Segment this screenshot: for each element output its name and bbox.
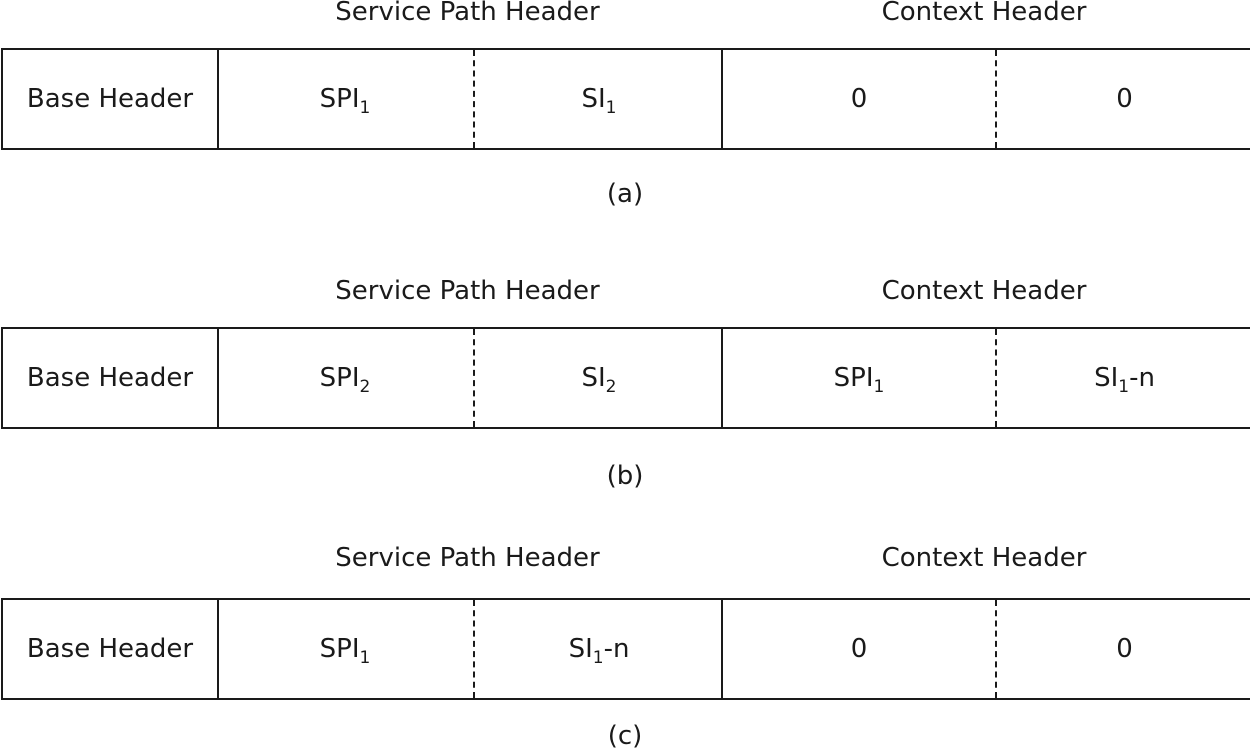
context-field-1-cell: SPI1 [721,329,995,427]
context-field-2-subscript: 1 [1118,377,1130,397]
si-text: SI [581,84,606,114]
panel-caption: (c) [607,721,643,751]
si-cell: SI1 [473,50,723,148]
spi-text: SPI [319,634,360,664]
panel-caption: (b) [606,461,644,491]
base-header-cell: Base Header [3,329,219,427]
si-text: SI [568,634,593,664]
packet-header-row: Base Header SPI2 SI2 SPI1 SI1-n [1,327,1250,429]
context-field-2-suffix: -n [1129,363,1155,393]
si-cell: SI1-n [473,600,723,698]
si-cell: SI2 [473,329,723,427]
si-subscript: 1 [592,648,604,668]
service-path-header-label: Service Path Header [335,543,600,573]
context-field-2-text: SI [1094,363,1119,393]
packet-header-row: Base Header SPI1 SI1 0 0 [1,48,1250,150]
context-field-1-cell: 0 [721,600,995,698]
context-header-label: Context Header [881,543,1087,573]
spi-subscript: 1 [359,648,371,668]
context-field-1-text: SPI [833,363,874,393]
context-header-label: Context Header [881,276,1087,306]
packet-header-row: Base Header SPI1 SI1-n 0 0 [1,598,1250,700]
context-field-2-cell: 0 [995,600,1250,698]
base-header-cell: Base Header [3,600,219,698]
context-field-2-cell: SI1-n [995,329,1250,427]
spi-cell: SPI1 [219,50,471,148]
panel-caption: (a) [606,179,644,209]
spi-subscript: 2 [359,377,371,397]
spi-subscript: 1 [359,98,371,118]
si-subscript: 1 [605,98,617,118]
si-subscript: 2 [605,377,617,397]
context-field-2-text: 0 [1116,84,1133,114]
context-field-1-text: 0 [850,634,868,664]
base-header-text: Base Header [26,634,194,664]
spi-text: SPI [319,84,360,114]
context-field-2-text: 0 [1116,634,1133,664]
service-path-header-label: Service Path Header [335,0,600,27]
spi-cell: SPI2 [219,329,471,427]
context-field-1-cell: 0 [721,50,995,148]
context-field-2-cell: 0 [995,50,1250,148]
base-header-text: Base Header [26,363,194,393]
si-text: SI [581,363,606,393]
si-suffix: -n [603,634,630,664]
context-header-label: Context Header [881,0,1087,27]
base-header-text: Base Header [26,84,194,114]
base-header-cell: Base Header [3,50,219,148]
spi-text: SPI [319,363,360,393]
service-path-header-label: Service Path Header [335,276,600,306]
context-field-1-text: 0 [850,84,868,114]
spi-cell: SPI1 [219,600,471,698]
context-field-1-subscript: 1 [873,377,885,397]
